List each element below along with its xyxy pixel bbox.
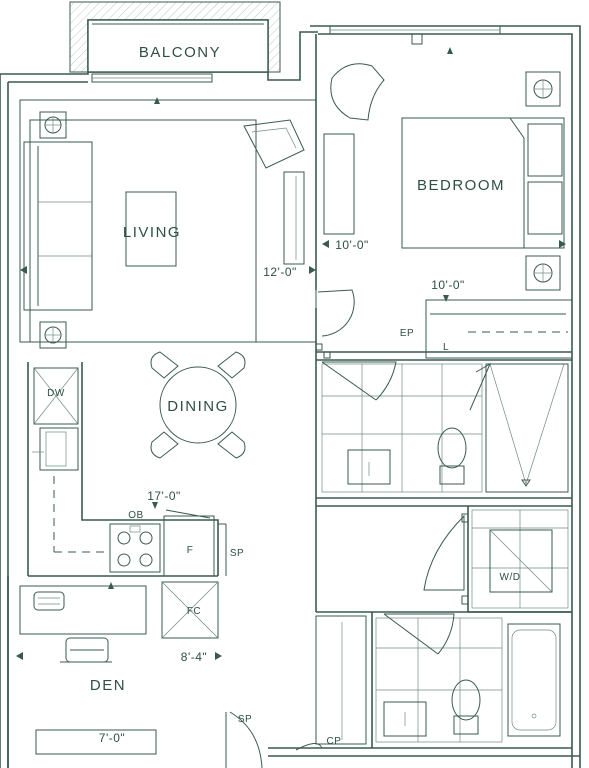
dining-table	[150, 351, 246, 459]
label-balcony: BALCONY	[139, 44, 221, 61]
label-cp: CP	[327, 736, 342, 747]
room-labels: BALCONY BEDROOM LIVING DINING DEN	[90, 44, 505, 694]
label-den: DEN	[90, 677, 126, 694]
laundry-area	[423, 506, 572, 613]
label-living: LIVING	[123, 224, 181, 241]
label-sp-upper: SP	[230, 548, 244, 559]
label-wd: W/D	[500, 572, 521, 583]
exterior-walls	[0, 25, 581, 768]
living-area	[19, 97, 317, 349]
balcony-area	[69, 1, 281, 73]
label-ob: OB	[128, 510, 143, 521]
bathroom-lower	[295, 611, 572, 751]
den-area	[7, 576, 263, 768]
dim-kitchen: 17'-0"	[147, 489, 181, 503]
label-bedroom: BEDROOM	[417, 177, 505, 194]
kitchen-area	[27, 362, 227, 589]
label-ep: EP	[400, 328, 414, 339]
bedroom-area	[309, 34, 573, 359]
label-f: F	[187, 545, 194, 556]
bathroom-upper	[315, 343, 572, 507]
dim-bedroom-height: 10'-0"	[335, 238, 369, 252]
dim-den-width: 7'-0"	[99, 731, 125, 745]
label-fc: FC	[187, 606, 201, 617]
dim-living-width: 12'-0"	[263, 265, 297, 279]
label-l: L	[443, 342, 449, 353]
label-dw: DW	[47, 388, 65, 399]
label-sp-lower: SP	[238, 714, 252, 725]
interior-walls	[268, 506, 580, 757]
label-dining: DINING	[167, 398, 229, 415]
dim-bedroom-width: 10'-0"	[431, 278, 465, 292]
fixture-labels: EP L DW OB F SP FC W/D SP CP	[47, 328, 520, 747]
dimension-labels: 12'-0" 10'-0" 10'-0" 17'-0" 8'-4" 7'-0"	[99, 238, 465, 745]
dim-den-height: 8'-4"	[181, 650, 207, 664]
